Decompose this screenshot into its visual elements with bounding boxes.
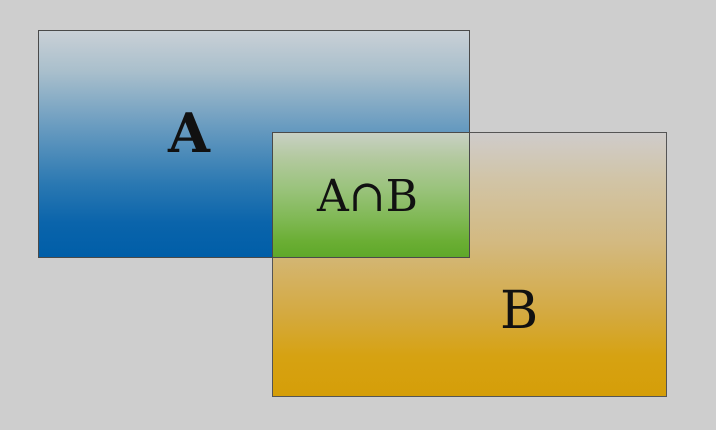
intersection-label: A∩B — [317, 171, 418, 222]
intersection-region — [272, 132, 470, 258]
set-b-label: B — [500, 281, 539, 341]
set-a-label: A — [168, 101, 210, 165]
